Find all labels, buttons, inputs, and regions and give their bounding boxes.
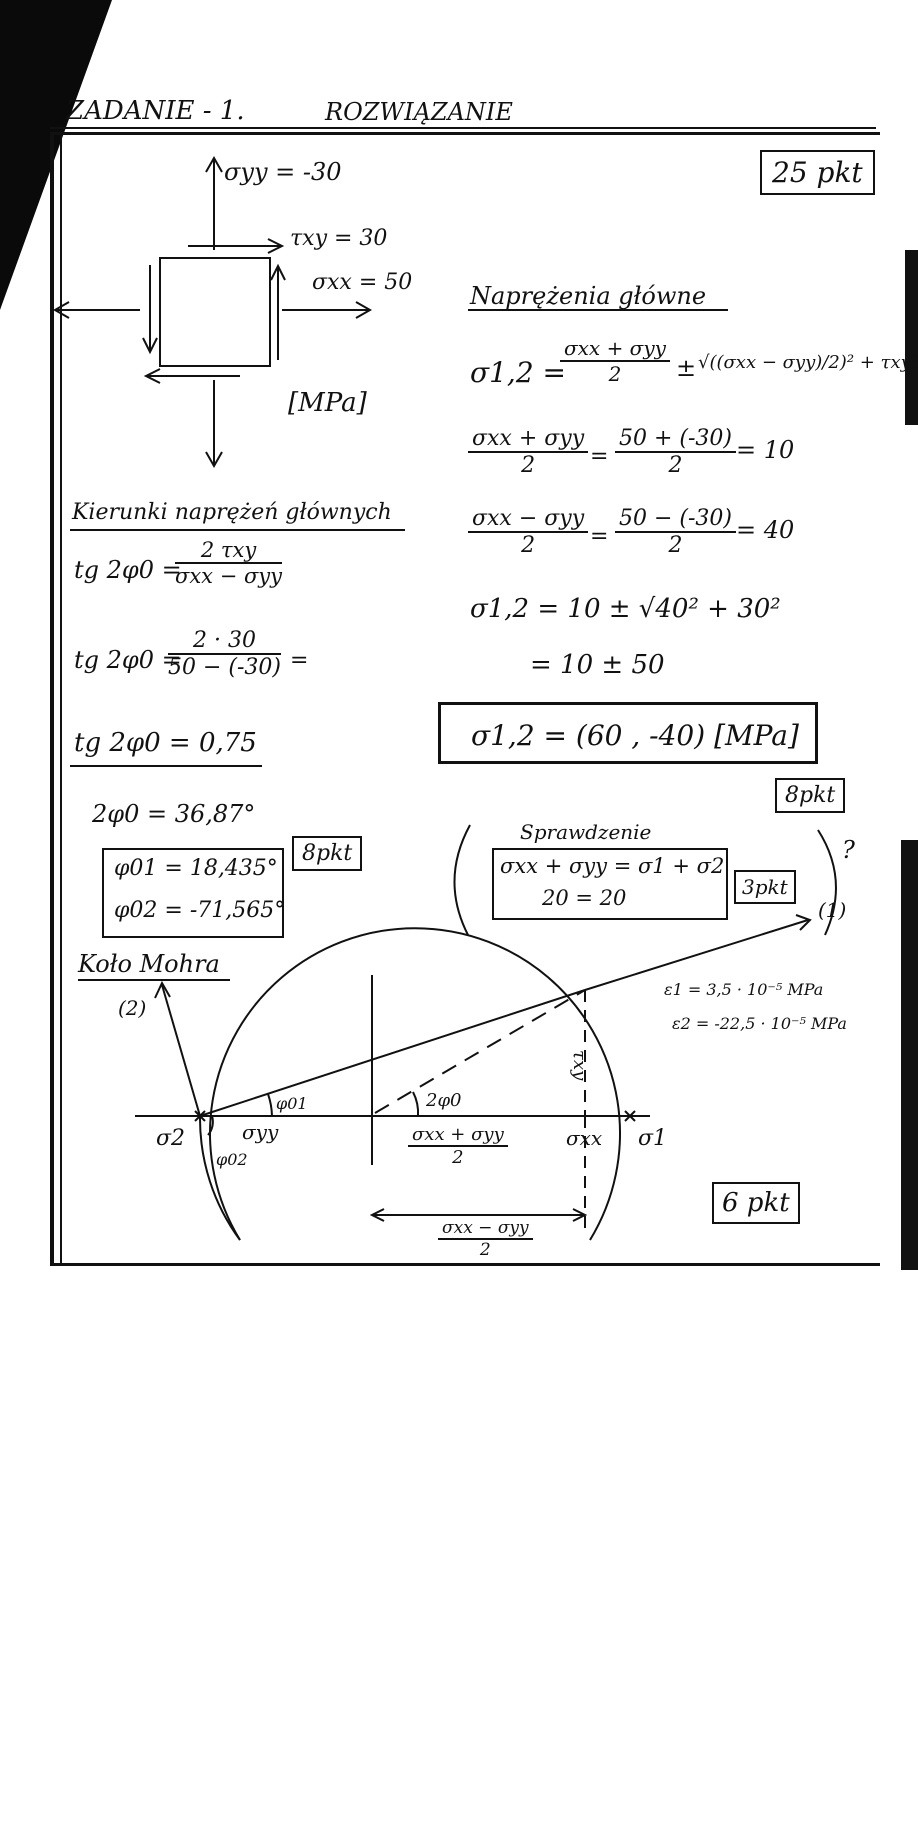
mohr-radius-denominator: 2 [479,1240,491,1260]
formula-pm: ± [676,354,697,382]
principal-points-badge: 8pkt [775,778,846,813]
mohr-txy: τxy [569,1050,590,1081]
mohr-direction-1: (1) [818,898,847,922]
line1-result: = 10 [736,436,795,464]
principal-stresses-result: σ1,2 = (60 , -40) [MPa] [438,702,818,764]
txy-label: τxy = 30 [290,226,388,251]
line1-denominator2: 2 [668,453,683,478]
directions-l2-lhs: tg 2φ0 = [74,646,182,674]
mohr-syy: σyy [242,1120,279,1144]
check-points-badge: 3pkt [734,870,796,904]
line2-numerator: σxx − σyy [468,506,589,533]
directions-l1-fraction: 2 τxy σxx − σyy [175,538,283,588]
directions-l3: tg 2φ0 = 0,75 [74,728,257,758]
line2-fraction: σxx − σyy 2 [468,506,589,558]
mohr-center-fraction: σxx + σyy 2 [408,1124,508,1168]
directions-l1-lhs: tg 2φ0 = [74,556,182,584]
line1-equals: = [590,444,609,469]
mohr-center-denominator: 2 [452,1147,464,1168]
formula-root: √((σxx − σyy)/2)² + τxy² [698,352,918,373]
directions-l1-denominator: σxx − σyy [175,564,283,588]
phi-result-box: φ01 = 18,435° φ02 = -71,565° [102,848,286,938]
line3-expression: σ1,2 = 10 ± √40² + 30² [470,594,781,624]
mohr-sigma1: σ1 [638,1126,668,1151]
mohr-sigma2: σ2 [156,1126,186,1151]
line4-expression: = 10 ± 50 [530,650,665,680]
line1-denominator: 2 [521,453,536,478]
syy-label: σyy = -30 [224,158,342,186]
scan-dark-corner [0,0,112,310]
header-rule [50,127,876,129]
check-question: ? [842,836,855,864]
line2-denominator: 2 [521,533,536,558]
directions-l1-numerator: 2 τxy [175,538,283,564]
task-title: ZADANIE - 1. [66,96,245,126]
line2-numerator2: 50 − (-30) [615,506,737,533]
phi1-value: φ01 = 18,435° [114,856,278,881]
line1-numerator: σxx + σyy [468,426,589,453]
line1-fraction: σxx + σyy 2 [468,426,589,478]
formula-denominator: 2 [608,362,622,386]
stress-element-square [159,257,271,367]
check-line2: 20 = 20 [542,886,627,910]
line2-equals: = [590,524,609,549]
directions-l2-denominator: 50 − (-30) [168,655,282,680]
line2-denominator2: 2 [668,533,683,558]
principal-stresses-heading: Naprężenia główne [470,282,707,310]
solution-title: ROZWIĄZANIE [325,98,513,126]
mohr-center-numerator: σxx + σyy [408,1124,508,1147]
points-total-badge: 25 pkt [760,150,875,195]
formula-lhs: σ1,2 = [470,356,567,389]
sxx-label: σxx = 50 [312,270,413,295]
directions-heading: Kierunki naprężeń głównych [72,500,392,525]
mohr-two-phi: 2φ0 [426,1090,462,1111]
formula-fraction: σxx + σyy 2 [560,336,670,386]
formula-numerator: σxx + σyy [560,336,670,362]
mohr-phi02: φ02 [216,1150,248,1169]
mohr-radius-fraction: σxx − σyy 2 [438,1218,533,1260]
page-frame [50,132,880,1266]
line1-numerator2: 50 + (-30) [615,426,737,453]
check-heading: Sprawdzenie [520,820,652,844]
scan-edge-bar [901,840,918,1270]
strain-e2: ε2 = -22,5 · 10⁻⁵ MPa [672,1014,847,1033]
check-box: σxx + σyy = σ1 + σ2 20 = 20 [492,848,728,920]
line2-fraction2: 50 − (-30) 2 [615,506,737,558]
directions-l4: 2φ0 = 36,87° [92,800,256,828]
mohr-radius-numerator: σxx − σyy [438,1218,533,1240]
phi2-value: φ02 = -71,565° [114,898,286,923]
mohr-sxx: σxx [566,1126,603,1150]
mohr-phi01: φ01 [276,1094,308,1113]
directions-points-badge: 8pkt [292,836,363,871]
line1-fraction2: 50 + (-30) 2 [615,426,737,478]
scan-edge-bar [905,250,918,425]
mohr-direction-2: (2) [118,996,147,1020]
directions-l2-fraction: 2 · 30 50 − (-30) [168,628,282,680]
unit-label: [MPa] [288,388,367,418]
line2-result: = 40 [736,516,795,544]
directions-l2-equals: = [290,648,309,673]
directions-l2-numerator: 2 · 30 [168,628,282,655]
strain-e1: ε1 = 3,5 · 10⁻⁵ MPa [664,980,824,999]
check-line1: σxx + σyy = σ1 + σ2 [500,854,725,878]
mohr-points-badge: 6 pkt [712,1182,800,1224]
mohr-heading: Koło Mohra [78,950,220,978]
